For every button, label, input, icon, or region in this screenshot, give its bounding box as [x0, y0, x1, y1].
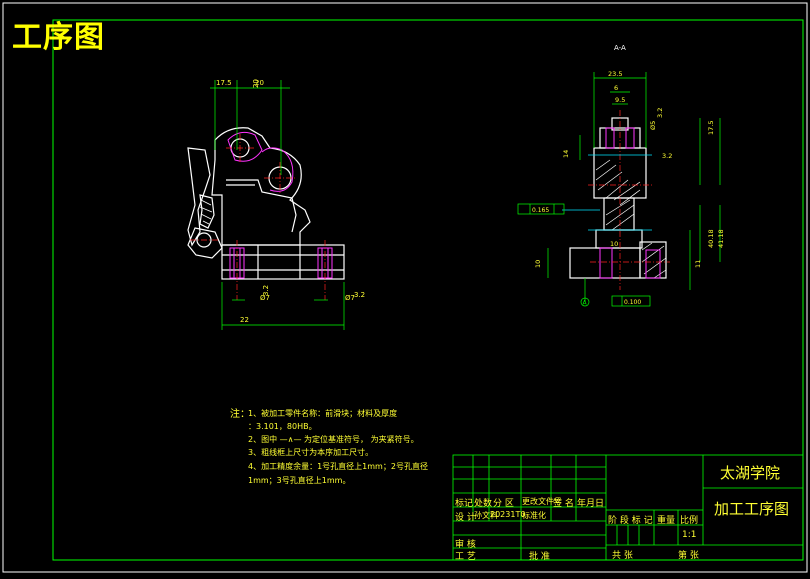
- side-dim-label-11: 41.18: [717, 229, 725, 248]
- side-dim-label-8: 10: [534, 260, 542, 268]
- note-line-6: 1mm；3号孔直径上1mm。: [248, 476, 351, 485]
- design-label: 设 计: [455, 513, 476, 523]
- scale-value: 1:1: [682, 530, 697, 540]
- scale-label: 比例: [680, 516, 699, 526]
- section-view: [569, 117, 667, 279]
- front-dim-label-1: 20: [255, 79, 264, 87]
- side-dim-label-1: 6: [614, 84, 618, 92]
- front-view-hatch: [199, 199, 213, 225]
- side-dim-label-12: 10: [610, 240, 618, 248]
- front-dim-label-0: 17.5: [216, 79, 232, 87]
- design-code: 20231T0: [490, 510, 526, 519]
- header-cell-change-doc: 更改文件号: [522, 497, 562, 506]
- weight-label: 重量: [657, 516, 676, 526]
- tolerance-frame-2: [611, 295, 651, 307]
- section-view-hatch: [595, 159, 667, 279]
- section-view-centerlines: [588, 110, 670, 290]
- section-view-machining-marks: [599, 127, 661, 279]
- drawing-name: 加工工序图: [714, 500, 790, 518]
- side-dim-label-0: 23.5: [608, 70, 622, 78]
- side-dim-label-6: 17.5: [707, 121, 715, 135]
- approve-label: 批 准: [529, 552, 550, 562]
- front-dim-label-5: 22: [240, 316, 249, 324]
- standardization-label: 标准化: [522, 511, 546, 520]
- sheet-title: 工序图: [12, 20, 105, 55]
- front-view: [187, 127, 345, 280]
- tolerance-value-2: 0.100: [624, 299, 641, 306]
- note-line-1: 1、被加工零件名称：前滑块；材料及厚度: [248, 409, 398, 418]
- front-dim-label-6: 3.2: [262, 285, 270, 296]
- front-dim-label-4: Ø7: [345, 294, 355, 302]
- section-label: A-A: [614, 44, 626, 52]
- datum-label: A: [583, 300, 588, 307]
- stage-mark-label: 阶 段 标 记: [608, 516, 653, 526]
- header-cell-date: 年月日: [577, 499, 605, 509]
- tolerance-value-1: 0.165: [532, 207, 549, 214]
- inner-border: [52, 19, 804, 561]
- title-block-grid: [452, 454, 804, 561]
- front-view-machining-marks: [227, 131, 333, 279]
- side-dim-label-3: Ø5: [649, 121, 657, 130]
- sheets-total: 共 张: [612, 551, 633, 561]
- header-cell-signature: 签 名: [553, 499, 574, 509]
- section-view-dimension-lines: [547, 72, 721, 302]
- front-view-centerlines: [190, 134, 326, 300]
- datum-symbol: [580, 297, 590, 307]
- front-view-dimension-lines: [210, 80, 345, 330]
- note-line-5: 4、加工精度余量：1号孔直径上1mm；2号孔直径: [248, 462, 428, 471]
- school-name: 太湖学院: [720, 464, 781, 482]
- side-dim-label-2: 9.5: [615, 96, 625, 104]
- side-dim-label-9: 11: [694, 260, 702, 268]
- review-label: 审 核: [455, 540, 476, 550]
- front-dim-label-3: Ø7: [260, 294, 270, 302]
- sheet-number: 第 张: [678, 551, 699, 561]
- note-line-3: 2、图中 —∧— 为定位基准符号， 为夹紧符号。: [248, 435, 419, 444]
- section-view-cyan-lines: [562, 154, 652, 231]
- header-cell-zone: 分 区: [493, 499, 514, 509]
- designer-name: 孙文科: [474, 511, 498, 520]
- process-label: 工 艺: [455, 552, 476, 562]
- side-dim-label-7: 14: [562, 150, 570, 158]
- front-dim-label-7: 3.2: [354, 291, 365, 299]
- side-dim-label-10: 40.18: [707, 229, 715, 248]
- side-dim-label-4: 3.2: [656, 108, 664, 118]
- tolerance-frame-1: [517, 203, 565, 215]
- header-cell-mark: 标记: [455, 499, 474, 509]
- note-line-4: 3、粗线框上尺寸为本序加工尺寸。: [248, 448, 374, 457]
- notes-heading: 注：: [230, 409, 250, 420]
- front-dim-label-2: 20: [252, 79, 260, 88]
- header-cell-count: 处数: [474, 499, 493, 509]
- note-line-2: ：3.101，80HB。: [248, 422, 317, 431]
- side-dim-label-5: 3.2: [662, 152, 672, 160]
